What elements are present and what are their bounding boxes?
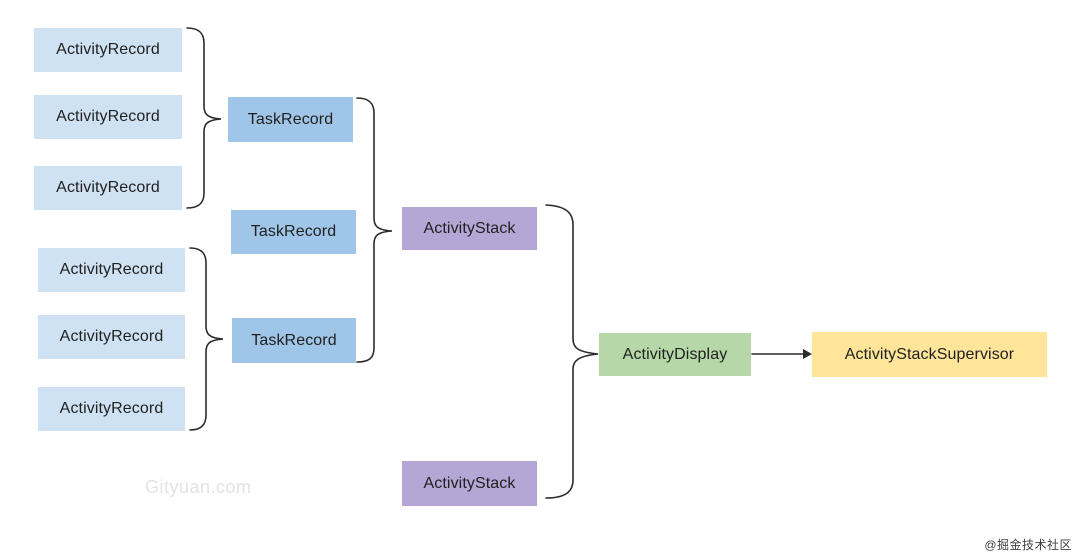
node-activity-stack-supervisor: ActivityStackSupervisor <box>812 332 1047 377</box>
brace-activityrecords-top-to-taskrecord-1 <box>186 27 222 209</box>
brace-taskrecords-to-activitystack-1 <box>356 97 393 363</box>
node-activity-record-5: ActivityRecord <box>38 315 185 359</box>
watermark-text: Gityuan.com <box>145 477 252 497</box>
node-task-record-2: TaskRecord <box>231 210 356 254</box>
node-activity-record-1: ActivityRecord <box>34 28 182 72</box>
node-activity-record-4: ActivityRecord <box>38 248 185 292</box>
node-activity-record-3: ActivityRecord <box>34 166 182 210</box>
node-activity-record-2: ActivityRecord <box>34 95 182 139</box>
node-activity-stack-2: ActivityStack <box>402 461 537 506</box>
node-activity-record-6: ActivityRecord <box>38 387 185 431</box>
source-badge: @掘金技术社区 <box>984 538 1072 552</box>
node-task-record-3: TaskRecord <box>232 318 356 363</box>
brace-activityrecords-bottom-to-taskrecord-3 <box>189 247 224 431</box>
node-task-record-1: TaskRecord <box>228 97 353 142</box>
brace-activitystacks-to-activitydisplay <box>545 204 599 499</box>
arrow-activitydisplay-to-supervisor-head <box>803 349 812 359</box>
node-activity-stack-1: ActivityStack <box>402 207 537 250</box>
node-activity-display: ActivityDisplay <box>599 333 751 376</box>
